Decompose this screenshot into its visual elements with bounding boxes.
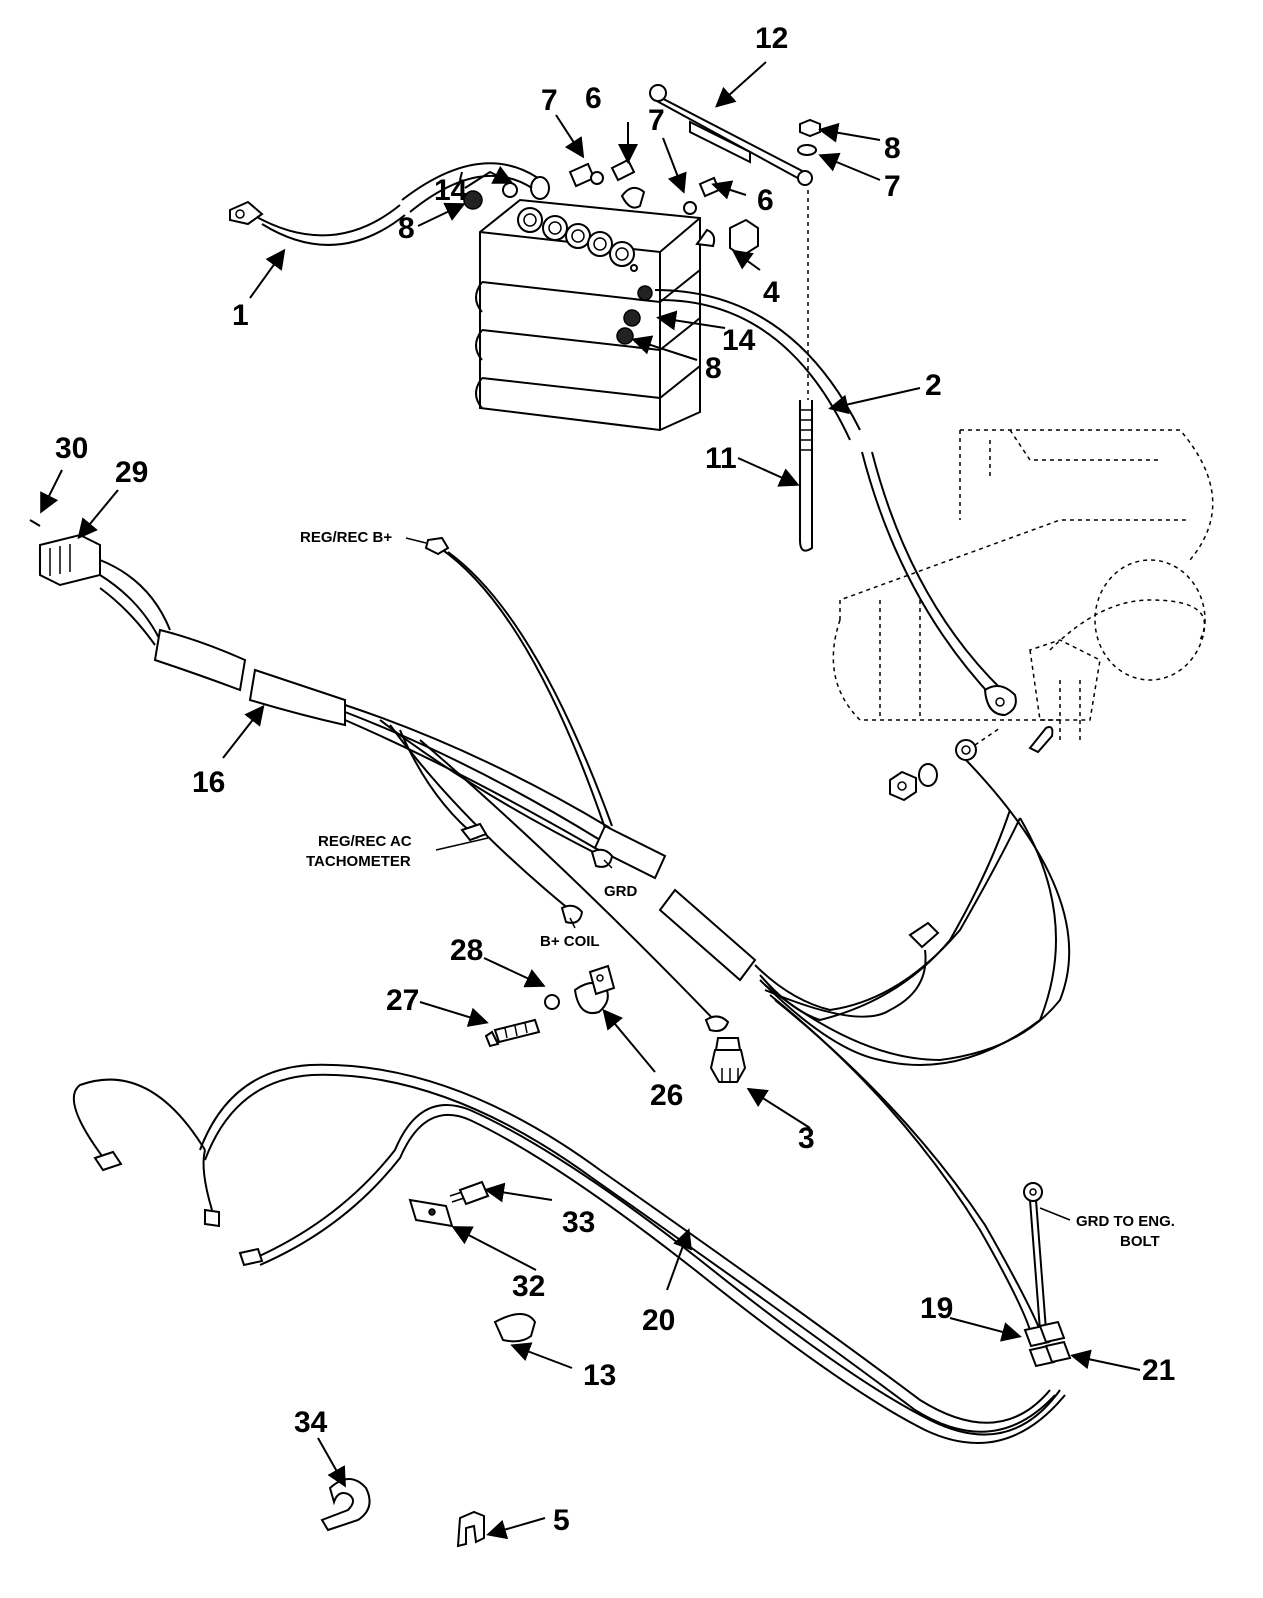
label-tachometer: TACHOMETER [306, 853, 411, 870]
label-grd-to-eng: GRD TO ENG. [1076, 1213, 1175, 1230]
clip-13 [493, 1313, 537, 1343]
sensor-3 [709, 1037, 747, 1083]
wire-labels: REG/REC B+ REG/REC AC TACHOMETER GRD B+ … [300, 529, 1175, 1250]
label-grd: GRD [604, 883, 638, 900]
callout-30: 30 [55, 432, 88, 465]
callout-13: 13 [583, 1359, 616, 1392]
callout-21: 21 [1142, 1354, 1175, 1387]
callout-numbers: 1 2 3 4 5 6 6 7 7 7 8 8 8 11 12 13 14 14… [55, 22, 1175, 1537]
callout-8-bottom: 8 [705, 352, 722, 385]
callout-8-right: 8 [884, 132, 901, 165]
filler-caps [517, 207, 635, 267]
callout-1: 1 [232, 299, 249, 332]
callout-34: 34 [294, 1406, 328, 1439]
callout-2: 2 [925, 369, 942, 402]
clip-5 [456, 1510, 485, 1548]
clamp-26-28-27 [484, 964, 616, 1048]
callout-11: 11 [705, 442, 737, 475]
bracket-32-bolt-33 [408, 1180, 490, 1228]
battery-hardware [463, 158, 759, 272]
callout-28: 28 [450, 934, 483, 967]
main-harness [39, 533, 1071, 1331]
battery [475, 198, 701, 432]
callout-8-left: 8 [398, 212, 415, 245]
callout-14-right: 14 [722, 324, 756, 357]
label-bplus-coil: B+ COIL [540, 933, 600, 950]
callout-33: 33 [562, 1206, 595, 1239]
callout-27: 27 [386, 984, 419, 1017]
callout-26: 26 [650, 1079, 683, 1112]
label-bolt: BOLT [1120, 1233, 1160, 1250]
callout-12: 12 [755, 22, 788, 55]
callout-5: 5 [553, 1504, 570, 1537]
callout-16: 16 [192, 766, 225, 799]
callout-7-right: 7 [884, 170, 901, 203]
starter-motor [832, 429, 1214, 740]
callout-19: 19 [920, 1292, 953, 1325]
label-reg-rec-ac: REG/REC AC [318, 833, 412, 850]
cable-1 [229, 162, 539, 246]
callout-7-top-mid: 7 [648, 104, 665, 137]
callout-3: 3 [798, 1122, 815, 1155]
leader-arrows [40, 61, 1141, 1540]
starter-hardware [889, 726, 1054, 802]
callout-20: 20 [642, 1304, 675, 1337]
callout-4: 4 [763, 276, 780, 309]
clamp-34 [320, 1478, 371, 1532]
harness-20 [72, 1063, 1072, 1444]
callout-14-left: 14 [434, 174, 468, 207]
callout-7-top-left: 7 [541, 84, 558, 117]
callout-32: 32 [512, 1270, 545, 1303]
label-reg-rec-bplus: REG/REC B+ [300, 529, 392, 546]
hold-down [649, 84, 821, 552]
callout-6-top: 6 [585, 82, 602, 115]
callout-6-right: 6 [757, 184, 774, 217]
callout-29: 29 [115, 456, 148, 489]
connector-29 [29, 519, 41, 527]
